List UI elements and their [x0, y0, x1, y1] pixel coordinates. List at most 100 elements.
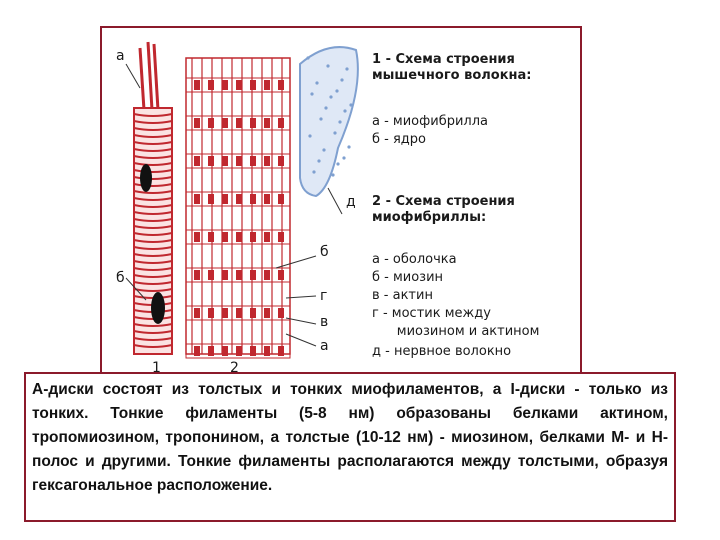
myosin-filament — [194, 156, 200, 166]
striation — [133, 281, 173, 285]
sarcomere-band — [185, 305, 291, 321]
myosin-filament — [250, 118, 256, 128]
nerve-granule — [306, 56, 310, 60]
muscle-fiber-1 — [133, 41, 173, 355]
nerve-granule — [345, 67, 349, 71]
striation — [133, 323, 173, 327]
nerve-granule — [315, 81, 319, 85]
myosin-filament — [222, 232, 228, 242]
nerve-granule — [331, 173, 335, 177]
myosin-filament — [194, 194, 200, 204]
sarcomere-band — [185, 77, 291, 93]
myosin-filament — [236, 232, 242, 242]
striation — [133, 120, 173, 124]
myosin-filament — [236, 156, 242, 166]
legend-item: миозином и актином — [372, 324, 540, 339]
myosin-filament — [278, 346, 284, 356]
myosin-filament — [250, 80, 256, 90]
nerve-granule — [347, 145, 351, 149]
legend-section1-title2: мышечного волокна: — [372, 68, 532, 83]
striation — [133, 253, 173, 257]
myosin-filament — [194, 118, 200, 128]
myosin-filament — [278, 194, 284, 204]
nerve-fiber — [299, 46, 359, 198]
sarcomere-band — [185, 153, 291, 169]
myosin-filament — [194, 232, 200, 242]
pointer-lines — [125, 63, 343, 347]
sarcomere-band — [185, 229, 291, 245]
myosin-filament — [222, 346, 228, 356]
legend-section1-title: 1 - Схема строения — [372, 52, 515, 67]
striation — [133, 162, 173, 166]
myosin-filament — [222, 308, 228, 318]
nucleus — [140, 164, 152, 192]
myosin-filament — [208, 194, 214, 204]
label-num-2: 2 — [230, 360, 239, 376]
sarcomere-band — [185, 343, 291, 359]
myosin-filament — [250, 308, 256, 318]
myosin-filament — [264, 346, 270, 356]
myosin-filament — [264, 308, 270, 318]
nerve-granule — [310, 92, 314, 96]
label-num-1: 1 — [152, 360, 161, 376]
nucleus — [151, 292, 165, 324]
nerve-granule — [333, 131, 337, 135]
myosin-filament — [222, 270, 228, 280]
myosin-filament — [222, 80, 228, 90]
striation — [133, 246, 173, 250]
myosin-filament — [250, 194, 256, 204]
myosin-filament — [250, 156, 256, 166]
striation — [133, 274, 173, 278]
sarcomere-band — [185, 115, 291, 131]
myosin-filament — [194, 80, 200, 90]
myosin-filament — [236, 194, 242, 204]
striation — [133, 113, 173, 117]
myosin-filament — [278, 118, 284, 128]
myosin-filament — [278, 308, 284, 318]
myosin-filament — [264, 118, 270, 128]
striation — [133, 141, 173, 145]
sarcomere-band — [185, 267, 291, 283]
myosin-filament — [278, 232, 284, 242]
myosin-filament — [194, 346, 200, 356]
nerve-granule — [340, 78, 344, 82]
sarcomere-band — [185, 191, 291, 207]
legend-item: б - ядро — [372, 132, 426, 147]
myosin-filament — [264, 194, 270, 204]
striation — [133, 232, 173, 236]
nerve-granule — [324, 106, 328, 110]
striation — [133, 337, 173, 341]
legend-item: а - миофибрилла — [372, 114, 488, 129]
legend-section2-title: 2 - Схема строения — [372, 194, 515, 209]
legend-item: д - нервное волокно — [372, 344, 512, 359]
label-d-nerve: д — [346, 194, 356, 210]
striation — [133, 169, 173, 173]
myosin-filament — [264, 270, 270, 280]
myosin-filament — [208, 118, 214, 128]
striation — [133, 155, 173, 159]
legend-section2-title2: миофибриллы: — [372, 210, 487, 225]
striation — [133, 134, 173, 138]
myosin-filament — [208, 308, 214, 318]
striation — [133, 197, 173, 201]
myosin-filament — [194, 308, 200, 318]
nerve-granule — [338, 120, 342, 124]
myosin-filament — [208, 232, 214, 242]
nerve-granule — [308, 134, 312, 138]
striation — [133, 218, 173, 222]
nerve-granule — [326, 64, 330, 68]
striation — [133, 148, 173, 152]
myosin-filament — [250, 270, 256, 280]
myosin-filament — [208, 80, 214, 90]
nerve-granule — [335, 89, 339, 93]
legend-item: а - оболочка — [372, 252, 457, 267]
striation — [133, 127, 173, 131]
caption-text: А-диски состоят из толстых и тонких миоф… — [32, 381, 668, 494]
legend-item: б - миозин — [372, 270, 444, 285]
nerve-granule — [349, 103, 353, 107]
nerve-granule — [322, 148, 326, 152]
striation — [133, 176, 173, 180]
myosin-filament — [236, 80, 242, 90]
striation — [133, 239, 173, 243]
label-g-bridge: г — [320, 288, 328, 304]
